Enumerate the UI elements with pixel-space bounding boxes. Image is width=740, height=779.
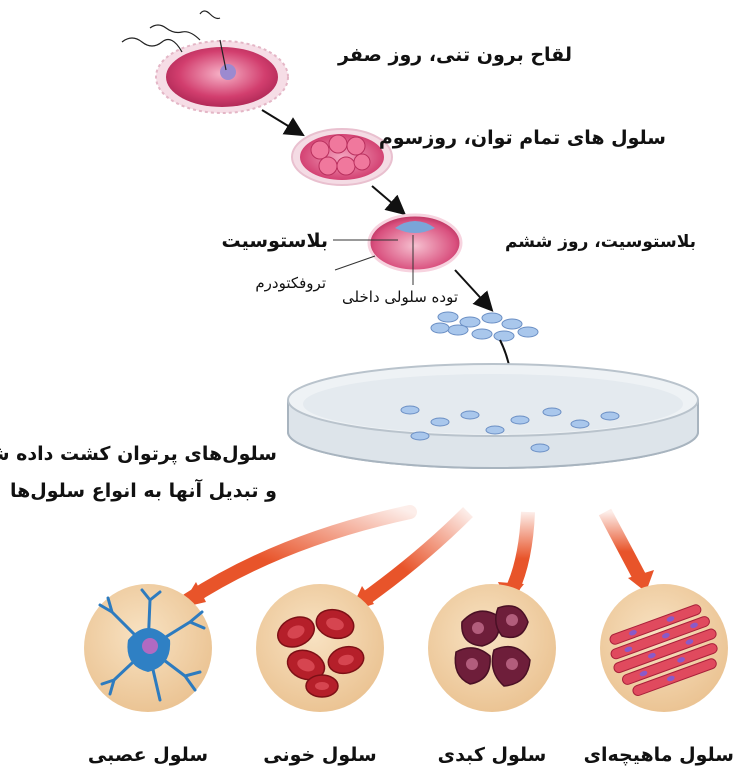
trophectoderm-label: تروفکتودرم <box>255 274 326 292</box>
day6-label: بلاستوسیت، روز ششم <box>505 232 696 252</box>
arrow-day0-to-day3 <box>262 110 298 132</box>
neuron-icon <box>84 584 212 712</box>
petri-dish-icon <box>288 364 698 468</box>
arrow-to-liver <box>512 512 528 590</box>
day3-label: سلول های تمام توان، روزسوم <box>379 127 666 149</box>
muscle-cells-icon <box>600 584 728 712</box>
trophectoderm-leader-line <box>335 256 375 270</box>
blood-cell-label: سلول خونی <box>258 744 382 766</box>
red-blood-cells-icon <box>256 584 384 712</box>
day0-label: لقاح برون تنی، روز صفر <box>338 44 572 66</box>
differentiation-arrows <box>180 512 654 612</box>
extracted-stem-cells-icon <box>431 312 538 341</box>
arrow-day3-to-day6 <box>372 186 400 210</box>
inner-cell-mass-label: توده سلولی داخلی <box>342 288 458 306</box>
arrow-to-extracted-cells <box>455 270 488 306</box>
fertilized-egg-icon <box>122 11 288 113</box>
blastocyst-title: بلاستوسیت <box>222 230 328 252</box>
blastocyst-icon <box>369 215 461 271</box>
muscle-cell-label: سلول ماهیچه‌ای <box>594 744 734 766</box>
arrow-to-muscle <box>605 512 640 578</box>
morula-icon <box>292 129 392 185</box>
liver-cell-label: سلول کبدی <box>430 744 554 766</box>
liver-cells-icon <box>428 584 556 712</box>
neuron-label: سلول عصبی <box>86 744 210 766</box>
culture-text-line2: و تبدیل آنها به انواع سلول‌ها <box>10 480 277 502</box>
culture-text-line1: سلول‌های پرتوان کشت داده شد <box>0 443 277 465</box>
